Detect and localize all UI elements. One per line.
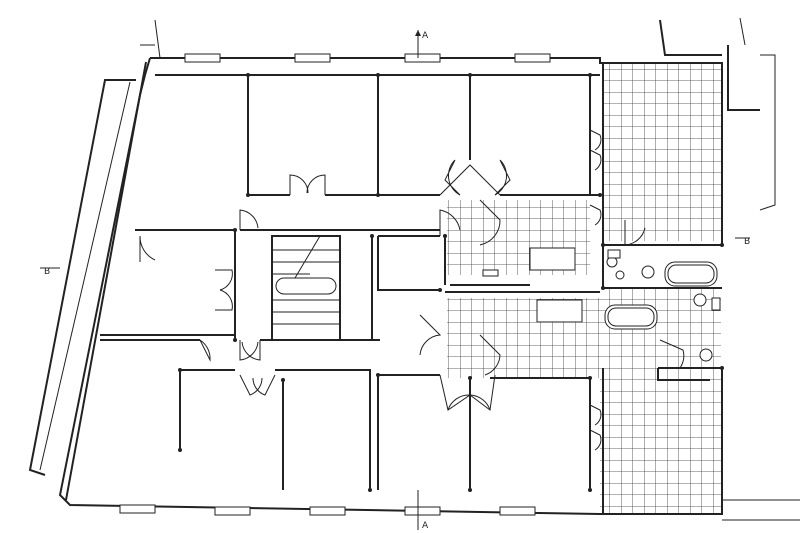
wall-node-dot	[246, 193, 250, 197]
wall-node-dot	[720, 366, 724, 370]
wall-node-dot	[233, 338, 237, 342]
interior-walls	[100, 63, 722, 514]
wall-node-dot	[468, 488, 472, 492]
section-markers: A A B B	[40, 30, 750, 531]
wall-node-dot	[588, 488, 592, 492]
wall-node-dot	[468, 376, 472, 380]
section-marker-south: A	[422, 521, 429, 531]
wall-node-dot	[178, 368, 182, 372]
tiled-bath-west	[493, 330, 603, 375]
wall-node-dot	[438, 288, 442, 292]
wall-node-dot	[468, 73, 472, 77]
tiled-room-southeast	[600, 368, 721, 514]
outer-walls	[28, 17, 800, 521]
wall-node-dot	[376, 193, 380, 197]
wall-node-dot	[376, 373, 380, 377]
wall-node-dot	[601, 243, 605, 247]
north-windows	[119, 53, 551, 516]
door-swings	[139, 129, 685, 451]
wall-node-dot	[443, 234, 447, 238]
wall-node-dot	[246, 73, 250, 77]
wall-node-dot	[178, 448, 182, 452]
wall-node-dot	[370, 234, 374, 238]
wall-node-dot	[588, 376, 592, 380]
section-marker-east: B	[744, 237, 750, 247]
wall-node-dot	[588, 73, 592, 77]
wall-node-dot	[233, 228, 237, 232]
sanitary-fixtures	[482, 249, 721, 362]
section-marker-north: A	[422, 31, 429, 41]
wall-node-dots	[178, 73, 724, 492]
wall-node-dot	[376, 73, 380, 77]
wall-node-dot	[368, 488, 372, 492]
wall-node-dot	[281, 378, 285, 382]
wall-node-dot	[598, 193, 602, 197]
tiled-room-northeast	[603, 63, 721, 241]
wall-node-dot	[601, 286, 605, 290]
wall-node-dot	[720, 243, 724, 247]
section-marker-west: B	[44, 267, 50, 277]
